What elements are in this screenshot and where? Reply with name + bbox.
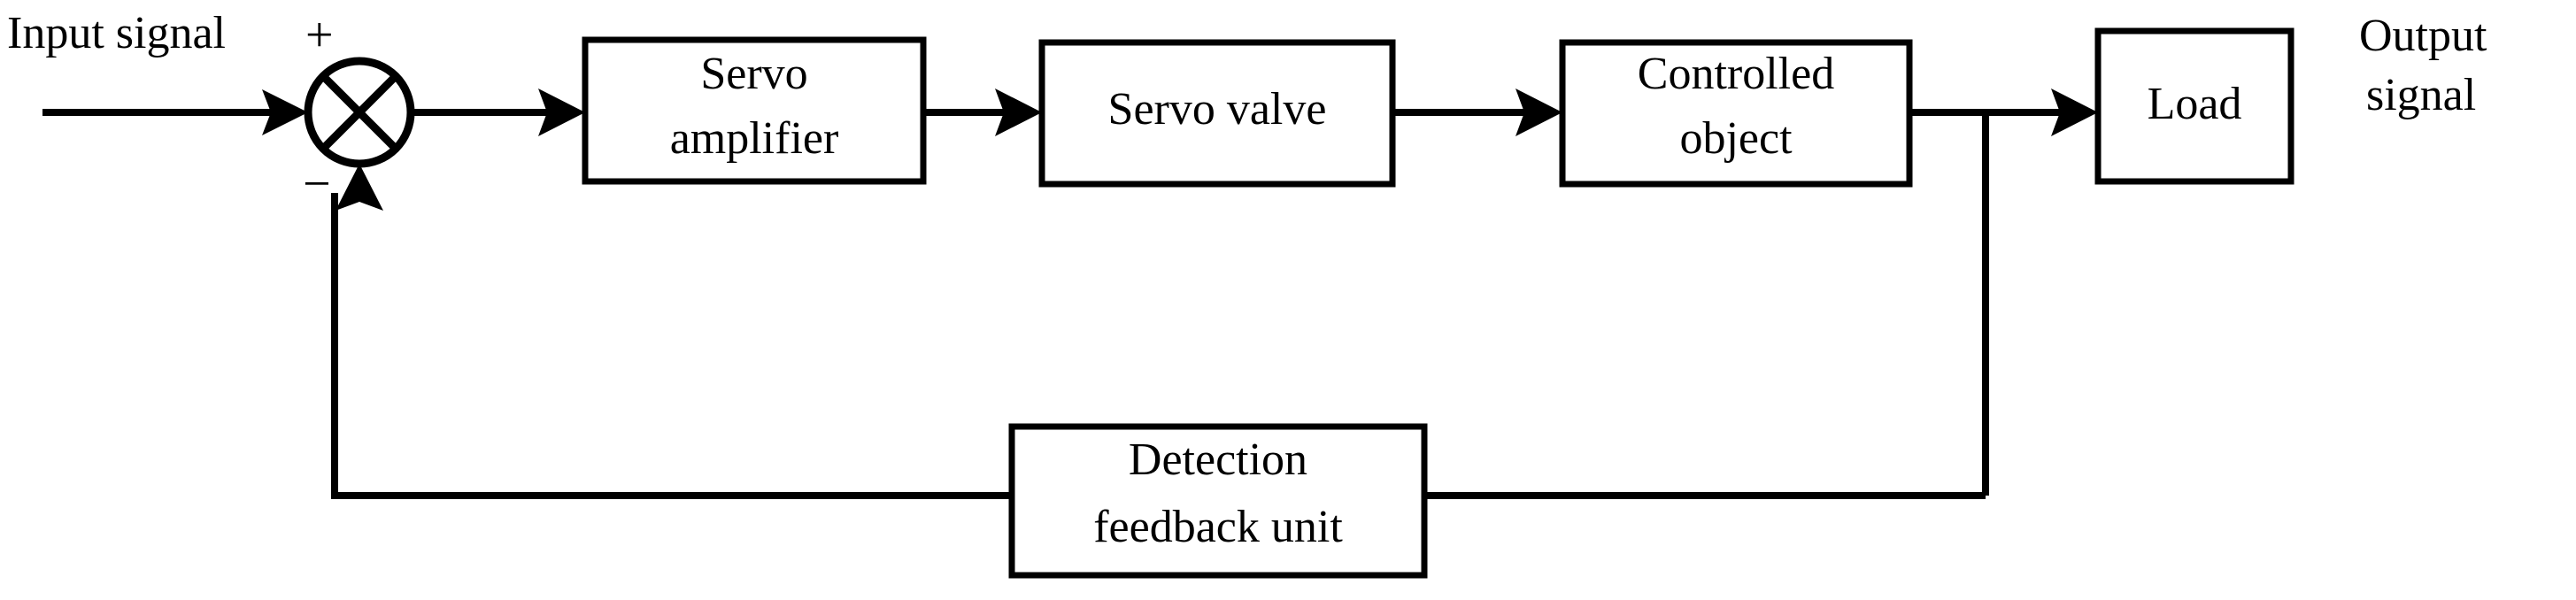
wire-detection-feedback-unit-to-sum bbox=[331, 193, 1012, 499]
arrow-into-controlled-object bbox=[1516, 88, 1562, 136]
block-controlled-object-label-line2: object bbox=[1679, 113, 1793, 164]
plus-sign-label: + bbox=[305, 8, 334, 63]
block-detection-feedback-unit[interactable] bbox=[1008, 423, 1428, 579]
summing-junction-cross-b bbox=[322, 75, 397, 150]
block-controlled-object[interactable] bbox=[1559, 39, 1913, 188]
output-signal-label-line1: Output bbox=[2359, 11, 2487, 61]
arrow-into-servo-amplifier bbox=[538, 88, 585, 136]
block-servo-valve-label-line1: Servo valve bbox=[1108, 84, 1327, 135]
block-controlled-object-label-line1: Controlled bbox=[1638, 49, 1834, 99]
minus-sign-label: − bbox=[303, 157, 331, 212]
block-load[interactable] bbox=[2094, 27, 2294, 185]
block-servo-amplifier-label-line2: amplifier bbox=[670, 113, 839, 164]
input-arrow-head bbox=[262, 89, 308, 135]
block-load-label-line1: Load bbox=[2148, 79, 2242, 129]
block-servo-valve[interactable] bbox=[1038, 39, 1396, 188]
feedback-arrow-head bbox=[335, 164, 383, 211]
arrow-into-servo-valve bbox=[995, 88, 1042, 136]
arrow-into-load bbox=[2051, 88, 2098, 136]
block-detection-feedback-unit-label-line2: feedback unit bbox=[1093, 502, 1343, 552]
output-signal-label-line2: signal bbox=[2366, 70, 2476, 120]
input-signal-label: Input signal bbox=[7, 8, 226, 58]
block-detection-feedback-unit-label-line1: Detection bbox=[1129, 435, 1307, 485]
block-servo-amplifier-label-line1: Servo bbox=[700, 49, 807, 99]
